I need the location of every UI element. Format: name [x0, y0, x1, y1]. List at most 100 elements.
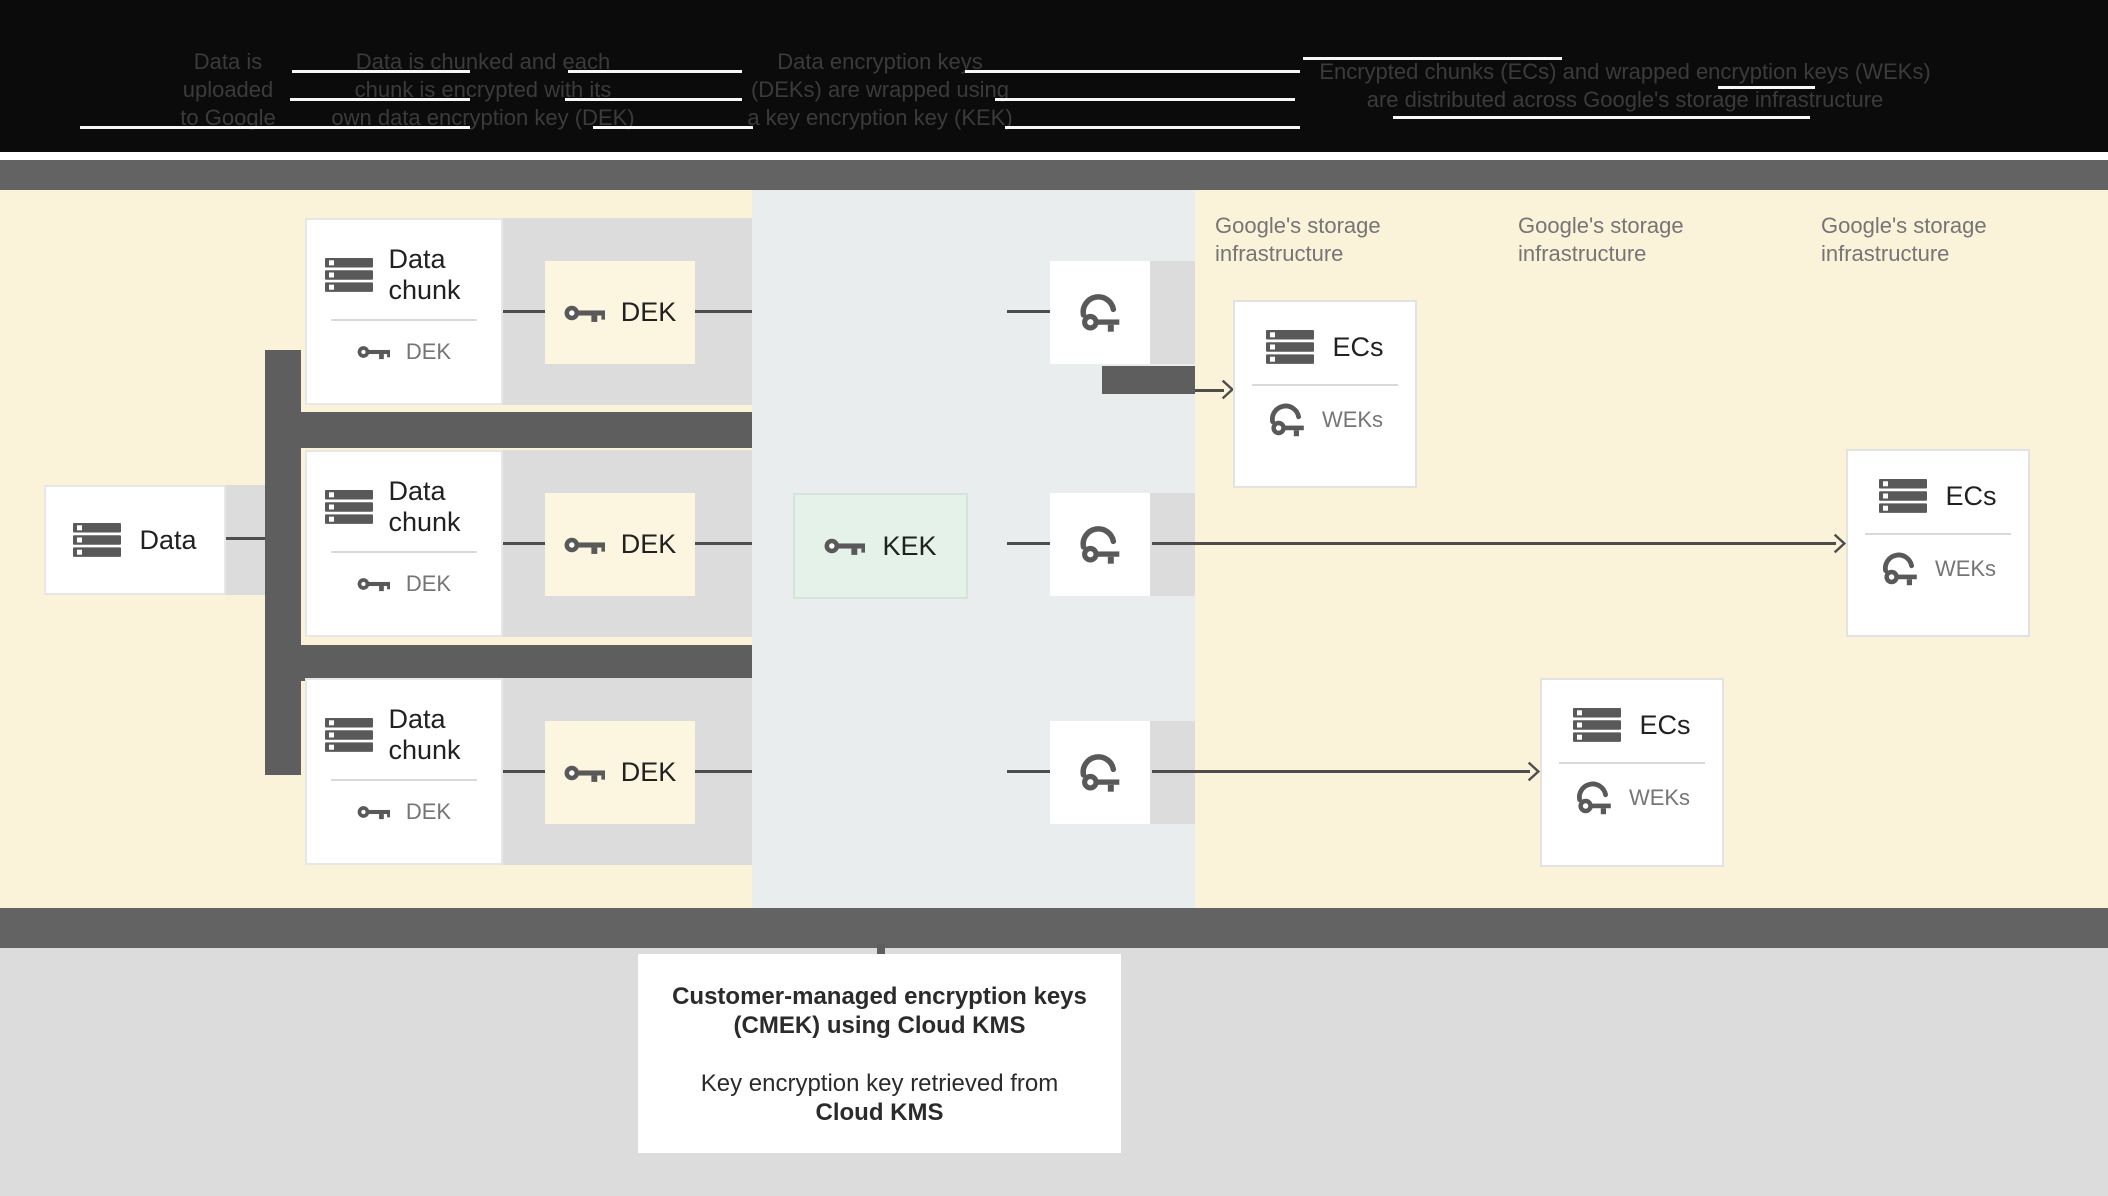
header-column-wrapped: Data encryption keys (DEKs) are wrapped …: [720, 48, 1040, 132]
branch-arm: [301, 412, 752, 448]
arrow-head-icon: [1221, 379, 1234, 400]
ecs-box: ECs WEKs: [1233, 300, 1417, 488]
arrow-head-icon: [1527, 761, 1540, 782]
key-stub-band: [1150, 261, 1195, 364]
connector-line: [1007, 310, 1050, 313]
dek-box: DEK: [545, 261, 695, 364]
connector-line: [503, 310, 545, 313]
branch-arm: [301, 645, 752, 681]
connector-line: [1007, 770, 1050, 773]
callout-box: Customer-managed encryption keys (CMEK) …: [638, 954, 1121, 1153]
header-rule: [965, 70, 1300, 73]
header-line: to Google: [180, 105, 276, 130]
data-chunk-label: Data chunk: [388, 244, 461, 305]
header-rule: [290, 98, 470, 101]
connector-line: [695, 542, 752, 545]
header-rule: [593, 126, 753, 129]
database-icon: [1879, 479, 1928, 513]
weks-label: WEKs: [1628, 785, 1691, 810]
chunk-dek-label: DEK: [405, 571, 452, 596]
ecs-box: ECs WEKs: [1540, 678, 1724, 867]
wrapped-key-icon: [1077, 522, 1123, 568]
connector-line: [226, 537, 265, 540]
database-icon: [1266, 330, 1315, 364]
header-rule: [1393, 116, 1810, 119]
database-icon: [73, 523, 122, 557]
key-icon: [357, 344, 391, 360]
header-line: chunk is encrypted with its: [354, 77, 612, 102]
divider: [331, 779, 477, 781]
header-rule: [565, 98, 742, 101]
data-chunk-box: Data chunk DEK: [305, 218, 503, 405]
header-line: (DEKs) are wrapped using: [750, 77, 1009, 102]
callout-title-line: (CMEK) using Cloud KMS: [733, 1012, 1026, 1039]
connector-line: [695, 770, 752, 773]
header-line: are distributed across Google's storage …: [1366, 87, 1884, 112]
header-rule: [1718, 86, 1815, 89]
header-rule: [292, 70, 470, 73]
header-line: Data is chunked and each: [355, 49, 611, 74]
header-line: Encrypted chunks (ECs) and wrapped encry…: [1319, 59, 1931, 84]
weks-label: WEKs: [1321, 407, 1384, 432]
top-divider-bar: [0, 160, 2108, 190]
header-line: own data encryption key (DEK): [331, 105, 635, 130]
thick-connector-band: [1102, 366, 1195, 394]
header-line: a key encryption key (KEK): [747, 105, 1013, 130]
divider: [1252, 384, 1398, 386]
dek-label: DEK: [620, 297, 677, 327]
arrow-line: [1195, 389, 1224, 392]
header-column-upload: Data is uploaded to Google: [98, 48, 358, 132]
kek-box: KEK: [793, 493, 968, 599]
data-label: Data: [139, 524, 197, 555]
arrow-line: [1152, 542, 1836, 545]
data-chunk-label: Data chunk: [388, 476, 461, 537]
wrapped-key-box: [1050, 261, 1150, 364]
dek-box: DEK: [545, 493, 695, 596]
key-icon: [357, 576, 391, 592]
header-column-distributed: Encrypted chunks (ECs) and wrapped encry…: [1280, 58, 1970, 114]
divider: [1559, 762, 1705, 764]
ecs-label: ECs: [1945, 480, 1997, 511]
key-icon: [357, 804, 391, 820]
header-line: Data encryption keys: [777, 49, 983, 74]
database-icon: [324, 258, 373, 292]
storage-label: Google's storage infrastructure: [1215, 213, 1381, 266]
dek-label: DEK: [620, 757, 677, 787]
header-line: uploaded: [182, 77, 274, 102]
arrow-head-icon: [1833, 533, 1846, 554]
divider: [331, 551, 477, 553]
database-icon: [1573, 708, 1622, 742]
ecs-label: ECs: [1639, 709, 1691, 740]
header-rule: [80, 126, 470, 129]
callout-body-line: Cloud KMS: [815, 1099, 944, 1126]
ecs-label: ECs: [1332, 331, 1384, 362]
connector-line: [695, 310, 752, 313]
wrapped-key-icon: [1077, 750, 1123, 796]
data-box: Data: [44, 485, 226, 595]
connector-line: [503, 770, 545, 773]
data-connector-band: [226, 485, 265, 595]
header-rule: [568, 70, 742, 73]
wrapped-key-icon: [1267, 400, 1307, 440]
wrapped-key-icon: [1077, 290, 1123, 336]
database-icon: [324, 718, 373, 752]
database-icon: [324, 490, 373, 524]
key-icon: [824, 536, 866, 556]
header-line: Data is: [193, 49, 263, 74]
key-icon: [564, 535, 606, 555]
arrow-line: [1152, 770, 1530, 773]
callout-title-line: Customer-managed encryption keys: [672, 983, 1087, 1010]
ecs-box: ECs WEKs: [1846, 449, 2030, 637]
data-chunk-box: Data chunk DEK: [305, 678, 503, 865]
callout-stub: [877, 944, 885, 956]
data-chunk-label: Data chunk: [388, 704, 461, 765]
wrapped-key-icon: [1880, 549, 1920, 589]
chunk-dek-label: DEK: [405, 799, 452, 824]
weks-label: WEKs: [1934, 556, 1997, 581]
bottom-divider-bar: [0, 908, 2108, 948]
connector-line: [503, 542, 545, 545]
key-icon: [564, 763, 606, 783]
header-gap: [0, 152, 2108, 160]
header-rule: [1303, 57, 1562, 60]
